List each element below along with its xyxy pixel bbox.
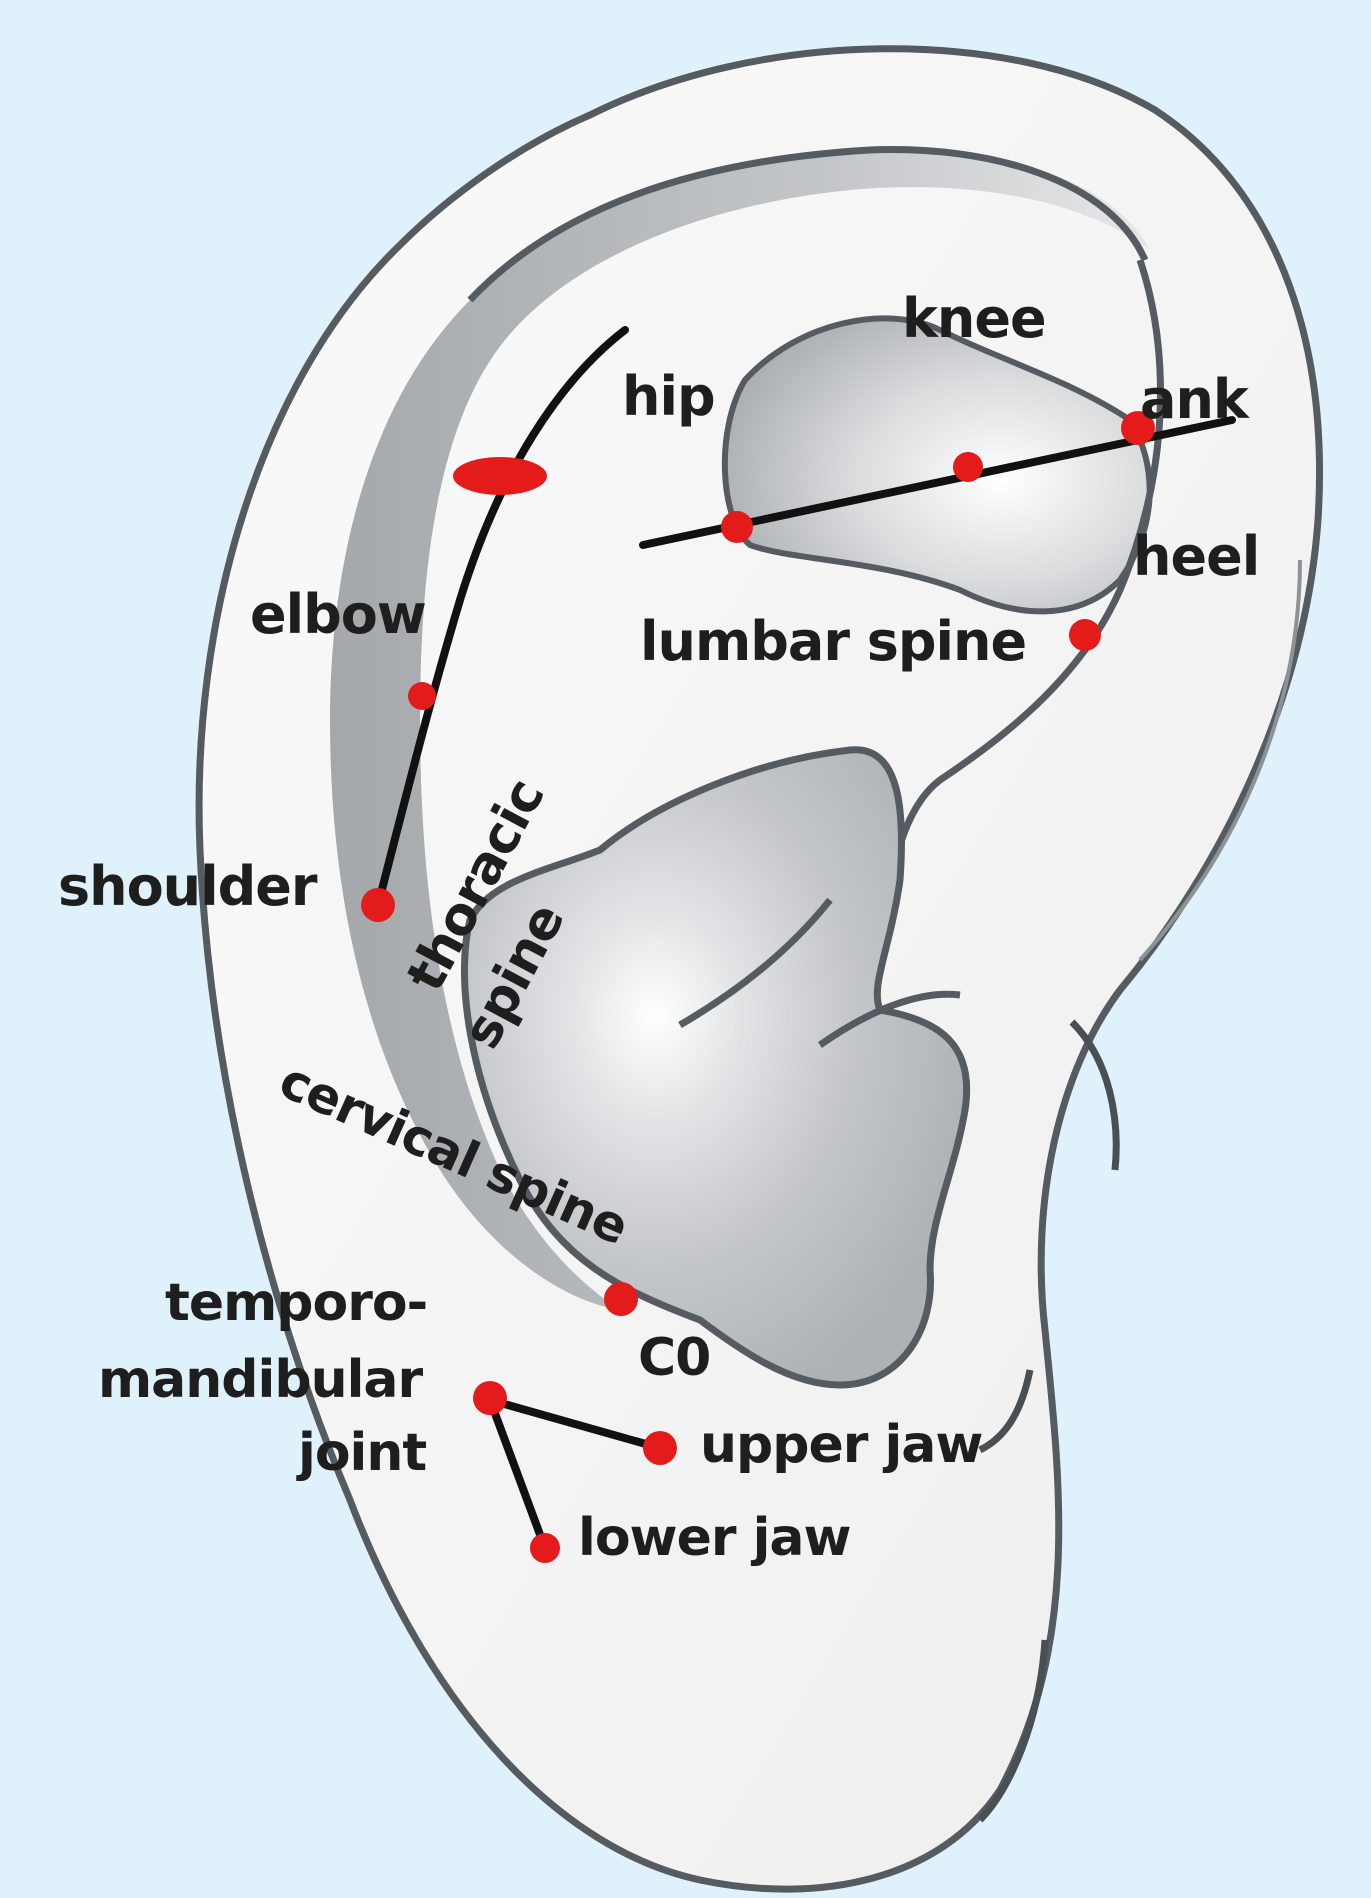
hip-point (453, 457, 547, 495)
label-heel: heel (1133, 525, 1259, 588)
label-tmj-1: temporo- (165, 1273, 427, 1333)
upper-jaw-point (643, 1431, 677, 1465)
label-c0: C0 (638, 1328, 710, 1388)
label-tmj-3: joint (296, 1423, 426, 1483)
label-lumbar-spine: lumbar spine (640, 610, 1026, 673)
lumbar-point (721, 511, 753, 543)
knee-point (953, 452, 983, 482)
lower-jaw-point (530, 1533, 560, 1563)
label-upper-jaw: upper jaw (700, 1415, 982, 1475)
shoulder-point (361, 888, 395, 922)
label-elbow: elbow (250, 583, 426, 646)
heel-point (1069, 619, 1101, 651)
label-shoulder: shoulder (58, 855, 318, 918)
label-lower-jaw: lower jaw (578, 1508, 851, 1568)
label-knee: knee (902, 287, 1046, 350)
label-ankle: ank (1140, 368, 1250, 431)
c0-point (604, 1282, 638, 1316)
elbow-point (408, 682, 436, 710)
label-tmj-2: mandibular (98, 1350, 423, 1410)
tmj-point (473, 1381, 507, 1415)
label-hip: hip (622, 365, 715, 428)
